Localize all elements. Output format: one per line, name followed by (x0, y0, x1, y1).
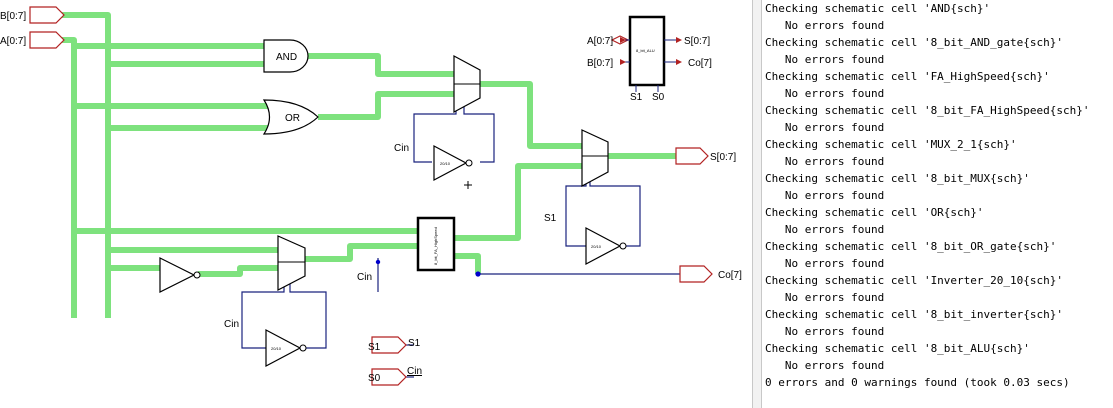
bus-fa-out[interactable] (454, 163, 582, 241)
label-b-bus: B[0:7] (0, 11, 26, 22)
inverter-bottom[interactable]: 20/10 (265, 329, 307, 367)
label-s1-in: S1 (368, 342, 381, 353)
log-line: Checking schematic cell 'Inverter_20_10{… (765, 274, 1064, 287)
alu-label-co: Co[7] (688, 58, 712, 69)
label-cin-mux2: Cin (224, 319, 239, 330)
log-line: No errors found (765, 257, 885, 270)
alu-label-s0: S0 (652, 92, 665, 103)
alu-label-b: B[0:7] (587, 58, 613, 69)
pin-s0[interactable] (371, 368, 407, 386)
log-line: Checking schematic cell 'AND{sch}' (765, 2, 991, 15)
inverter-mid[interactable]: 20/10 (585, 227, 627, 265)
fa-highspeed-label: 8_bit_FA_HighSpeed (433, 227, 438, 265)
messages-panel[interactable]: Checking schematic cell 'AND{sch}' No er… (762, 0, 1113, 408)
pin-s1[interactable] (371, 336, 407, 354)
log-line: Checking schematic cell '8_bit_inverter{… (765, 308, 1064, 321)
pin-co-out[interactable] (679, 265, 713, 283)
label-s1-net: S1 (408, 338, 421, 349)
log-line: Checking schematic cell 'FA_HighSpeed{sc… (765, 70, 1050, 83)
alu-symbol-name: 8_bit_ALU (636, 48, 655, 53)
log-line: Checking schematic cell '8_bit_AND_gate{… (765, 36, 1064, 49)
bus-co-stub[interactable] (454, 253, 481, 274)
pin-a-bus[interactable] (29, 31, 65, 49)
label-co-out: Co[7] (718, 270, 742, 281)
fa-highspeed-block[interactable] (416, 216, 456, 272)
log-line: No errors found (765, 121, 885, 134)
bus-a[interactable] (62, 37, 77, 318)
log-line: Checking schematic cell '8_bit_FA_HighSp… (765, 104, 1090, 117)
log-line: Checking schematic cell '8_bit_OR_gate{s… (765, 240, 1057, 253)
co-junction (475, 271, 481, 277)
label-s0-in: S0 (368, 373, 381, 384)
bus-b[interactable] (62, 12, 111, 318)
bus-or-out[interactable] (318, 91, 454, 120)
alu-label-a: A[0:7] (587, 36, 613, 47)
label-cin-fa: Cin (357, 272, 372, 283)
log-line: No errors found (765, 359, 885, 372)
bus-mux1-out[interactable] (480, 81, 582, 149)
log-line: Checking schematic cell 'MUX_2_1{sch}' (765, 138, 1017, 151)
label-s1-mux3: S1 (544, 213, 557, 224)
inverter-mid-label: 20/10 (591, 244, 602, 249)
alu-label-s: S[0:7] (684, 36, 710, 47)
log-line: No errors found (765, 87, 885, 100)
bus-network (62, 12, 676, 318)
log-line: No errors found (765, 53, 885, 66)
mux-3[interactable] (581, 129, 609, 188)
label-s-out: S[0:7] (710, 152, 736, 163)
bus-and-out[interactable] (308, 53, 454, 77)
log-line: No errors found (765, 291, 885, 304)
or-gate[interactable] (262, 99, 319, 135)
inverter-top-label: 20/10 (440, 161, 451, 166)
inverter-bottom-label: 20/10 (271, 346, 282, 351)
and-gate-label: AND (276, 52, 297, 63)
log-line: Checking schematic cell 'OR{sch}' (765, 206, 984, 219)
label-cin-net: Cin (407, 366, 422, 377)
bus-mux2-out[interactable] (305, 243, 418, 262)
log-line: Checking schematic cell '8_bit_MUX{sch}' (765, 172, 1030, 185)
alu-symbol[interactable] (628, 15, 666, 87)
log-line: No errors found (765, 19, 885, 32)
log-line: No errors found (765, 189, 885, 202)
inverter-bus[interactable] (159, 257, 201, 293)
pin-s-out[interactable] (675, 147, 709, 165)
alu-label-s1: S1 (630, 92, 643, 103)
label-a-bus: A[0:7] (0, 36, 26, 47)
inverter-top[interactable]: 20/10 (433, 145, 473, 181)
panel-splitter[interactable] (752, 0, 762, 408)
or-gate-label: OR (285, 113, 300, 124)
cin-junction (375, 259, 381, 265)
crosshair-cursor (464, 181, 472, 189)
log-line: Checking schematic cell '8_bit_ALU{sch}' (765, 342, 1030, 355)
and-gate[interactable] (263, 39, 309, 73)
log-line: 0 errors and 0 warnings found (took 0.03… (765, 376, 1070, 389)
log-line: No errors found (765, 223, 885, 236)
log-line: No errors found (765, 325, 885, 338)
bus-inv-out[interactable] (198, 265, 278, 277)
wire-network (241, 104, 680, 378)
schematic-canvas[interactable]: B[0:7] A[0:7] S[0:7] Co[7] S1 S1 S0 Cin … (0, 0, 752, 408)
log-line: No errors found (765, 155, 885, 168)
pin-b-bus[interactable] (29, 6, 65, 24)
mux-2[interactable] (277, 235, 306, 291)
label-cin-mux1: Cin (394, 143, 409, 154)
